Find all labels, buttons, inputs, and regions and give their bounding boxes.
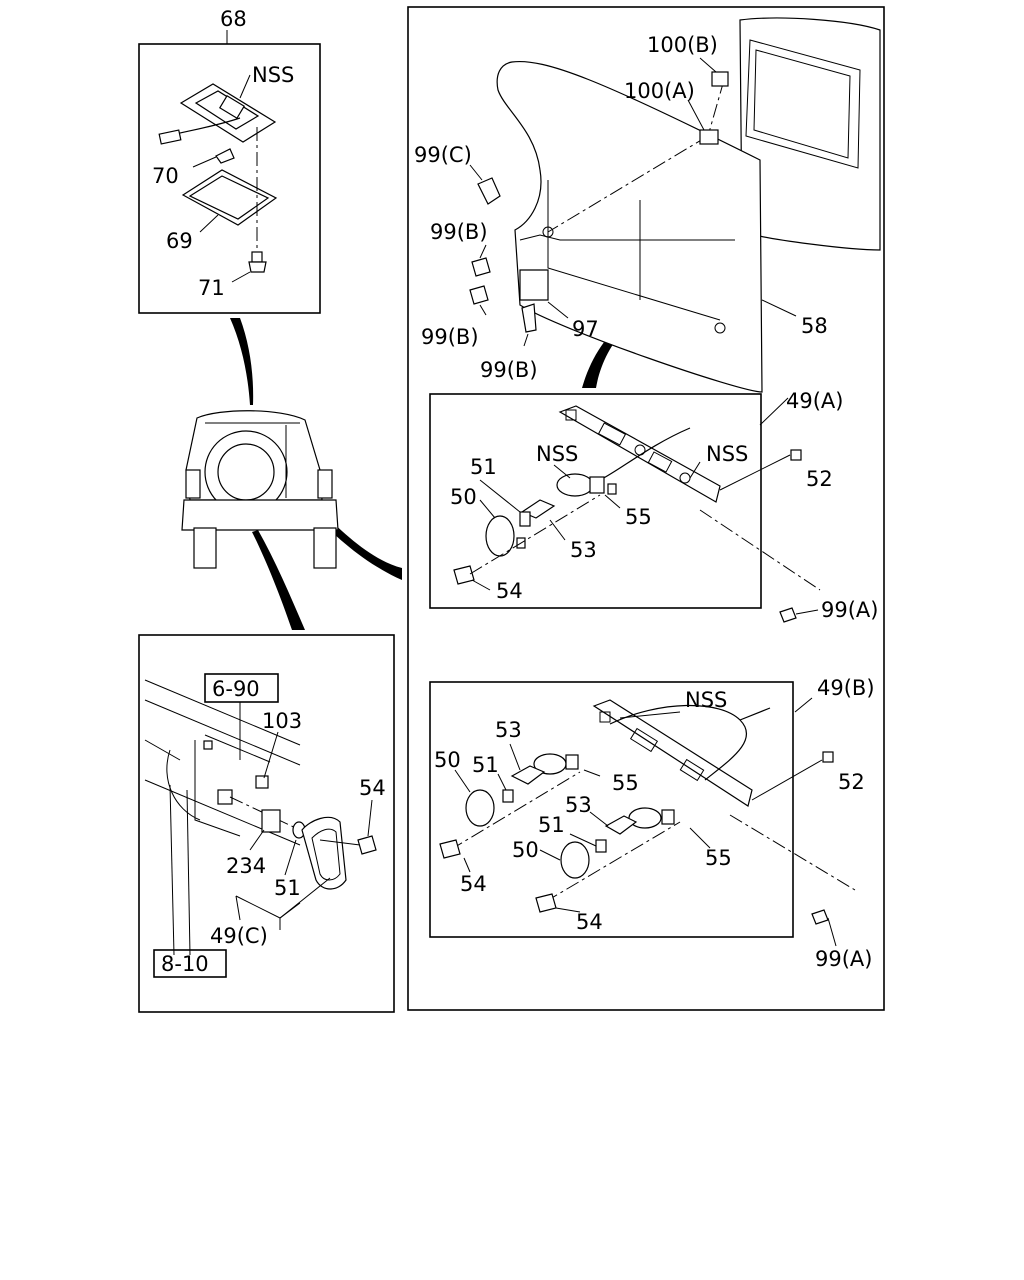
label-100a: 100(A) <box>624 79 695 103</box>
label-49a: 49(A) <box>786 389 843 413</box>
label-50-b1: 50 <box>434 748 461 772</box>
callout-wedge-dome <box>230 318 254 405</box>
label-53-a: 53 <box>570 538 597 562</box>
frame-license-light-b <box>429 681 794 938</box>
frame-main <box>407 6 885 1011</box>
label-8-10: 8-10 <box>161 952 209 976</box>
label-49b: 49(B) <box>817 676 875 700</box>
label-54-c: 54 <box>359 776 386 800</box>
label-52-b: 52 <box>838 770 865 794</box>
label-53-b2: 53 <box>565 793 592 817</box>
tailgate-panel <box>469 17 881 393</box>
label-52-a: 52 <box>806 467 833 491</box>
label-51-a: 51 <box>470 455 497 479</box>
label-nss-dome: NSS <box>252 63 294 87</box>
label-55-a: 55 <box>625 505 652 529</box>
label-68: 68 <box>220 7 247 31</box>
label-99a-1: 99(A) <box>821 598 878 622</box>
label-99b-2: 99(B) <box>421 325 479 349</box>
label-103: 103 <box>262 709 302 733</box>
label-6-90: 6-90 <box>212 677 260 701</box>
label-54-b2: 54 <box>576 910 603 934</box>
label-53-b1: 53 <box>495 718 522 742</box>
label-51-b2: 51 <box>538 813 565 837</box>
label-54-a: 54 <box>496 579 523 603</box>
frame-license-light-c <box>138 634 395 1013</box>
label-70: 70 <box>152 164 179 188</box>
ref-box-8-10 <box>153 949 227 978</box>
label-69: 69 <box>166 229 193 253</box>
label-54-b1: 54 <box>460 872 487 896</box>
label-99b-3: 99(B) <box>480 358 538 382</box>
label-99b-1: 99(B) <box>430 220 488 244</box>
label-55-b2: 55 <box>705 846 732 870</box>
license-light-a-assembly <box>453 397 821 623</box>
vehicle-rear-view <box>181 410 339 569</box>
label-49c: 49(C) <box>210 924 268 948</box>
license-light-c-assembly <box>144 679 377 956</box>
license-light-b-assembly <box>439 697 856 947</box>
label-nss-a2: NSS <box>706 442 748 466</box>
label-51-b1: 51 <box>472 753 499 777</box>
label-97: 97 <box>572 317 599 341</box>
dome-light-assembly <box>158 30 278 283</box>
label-99a-2: 99(A) <box>815 947 872 971</box>
frame-dome-light <box>138 43 321 314</box>
label-58: 58 <box>801 314 828 338</box>
label-51-c: 51 <box>274 876 301 900</box>
label-100b: 100(B) <box>647 33 718 57</box>
label-50-b2: 50 <box>512 838 539 862</box>
label-71: 71 <box>198 276 225 300</box>
label-99c: 99(C) <box>414 143 472 167</box>
label-nss-b: NSS <box>685 688 727 712</box>
frame-license-light-a <box>429 393 762 609</box>
callout-wedge-bumper <box>252 530 305 630</box>
label-nss-a1: NSS <box>536 442 578 466</box>
ref-box-6-90 <box>204 673 279 703</box>
label-50-a: 50 <box>450 485 477 509</box>
label-55-b1: 55 <box>612 771 639 795</box>
label-234: 234 <box>226 854 266 878</box>
